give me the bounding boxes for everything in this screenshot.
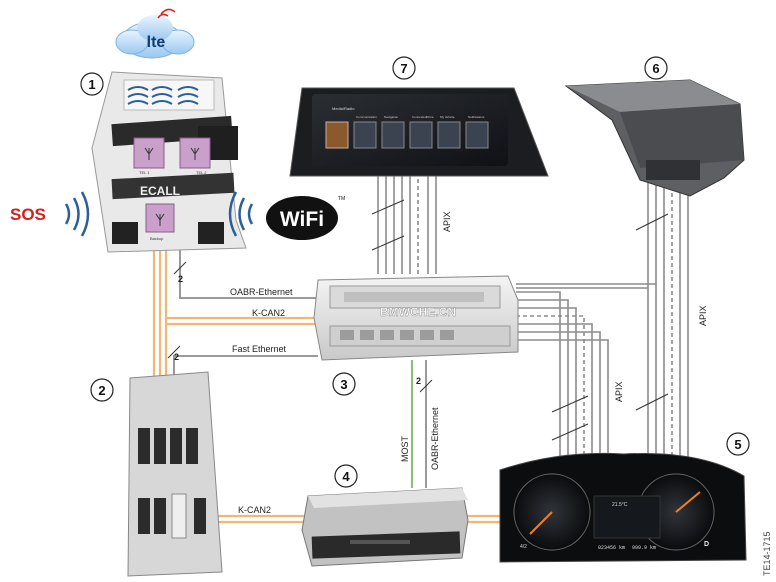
ecall-module: ECALL TEL 1 TEL 2 Backup: [91, 71, 247, 253]
apix-cluster-wires: [516, 291, 609, 462]
gauge-needle-icon: [529, 491, 701, 535]
callout-1: 1: [80, 72, 104, 96]
label-oabr-ethernet-top: OABR-Ethernet: [230, 287, 293, 297]
label-most: MOST: [400, 435, 410, 462]
antenna-icon: [144, 147, 200, 226]
callout-7: 7: [392, 56, 416, 80]
apix-display-wires: [377, 172, 437, 274]
display-tile-1: Navigation: [384, 115, 399, 119]
sos-label: SOS: [10, 205, 46, 224]
display-tile-4: Notifications: [468, 115, 485, 119]
wifi-wave-icon: [228, 191, 254, 237]
label-apix-display: APIX: [442, 211, 452, 232]
callout-7-number: 7: [400, 61, 407, 76]
label-apix-cluster: APIX: [614, 381, 624, 402]
label-wire-count-2: 2: [174, 352, 179, 362]
label-oabr-ethernet-vertical: OABR-Ethernet: [430, 407, 440, 470]
figure-code: TE14-1715: [762, 531, 772, 576]
connector-block: [340, 330, 454, 340]
callout-4: 4: [334, 464, 358, 488]
backup-label: Backup: [150, 236, 164, 241]
body-domain-controller: [127, 371, 223, 577]
kcan2-wires: [152, 250, 508, 524]
tel2-label: TEL 2: [196, 170, 207, 175]
lte-label: lte: [147, 34, 166, 51]
watermark: BMWCHE.CN: [380, 305, 456, 319]
label-k-can2-top: K-CAN2: [252, 308, 285, 318]
callout-3: 3: [332, 372, 356, 396]
display-menu-title: Media/Radio: [332, 106, 355, 111]
wifi-label: WiFi: [280, 208, 324, 231]
callout-3-number: 3: [340, 377, 347, 392]
instrument-cluster: 023456 km 999.9 km 21.5°C D 4/2: [499, 452, 747, 563]
label-k-can2-bottom: K-CAN2: [238, 505, 271, 515]
head-up-display: [564, 79, 745, 197]
ethernet-wires: [173, 250, 427, 488]
callout-6: 6: [644, 56, 668, 80]
central-display: Media/Radio Communication Navigation Con…: [289, 87, 549, 177]
cluster-trip: 999.9 km: [632, 545, 656, 551]
cd-drive: [301, 487, 469, 567]
cluster-odometer: 023456 km: [598, 545, 625, 551]
sos-wave-icon: [64, 191, 90, 237]
label-wire-count-3: 2: [416, 376, 421, 386]
apix-hud-wires: [516, 172, 689, 462]
wire-count-ticks: [167, 199, 669, 441]
callout-2: 2: [90, 378, 114, 402]
callout-1-number: 1: [88, 77, 95, 92]
lte-cloud: lte: [115, 8, 195, 59]
callout-6-number: 6: [652, 61, 659, 76]
callout-4-number: 4: [342, 469, 350, 484]
signal-wave-icon: [127, 86, 199, 105]
head-unit: BMWCHE.CN: [313, 275, 519, 361]
callout-5-number: 5: [734, 437, 741, 452]
cluster-temp: 21.5°C: [612, 502, 628, 508]
callout-5: 5: [726, 432, 750, 456]
connection-labels: OABR-Ethernet K-CAN2 Fast Ethernet K-CAN…: [174, 211, 708, 515]
cluster-left-scale: 4/2: [520, 544, 527, 550]
display-tile-3: My Vehicle: [440, 115, 455, 119]
bdc-connectors: [138, 428, 206, 534]
display-tiles: [325, 121, 489, 149]
label-apix-hud: APIX: [698, 305, 708, 326]
ecall-label: ECALL: [140, 184, 180, 198]
display-tile-0: Communication: [356, 115, 377, 119]
tel1-label: TEL 1: [139, 170, 150, 175]
wire-layer: [152, 172, 689, 524]
label-fast-ethernet: Fast Ethernet: [232, 344, 287, 354]
cluster-gear: D: [704, 541, 709, 548]
wifi-tm: TM: [338, 196, 345, 202]
wifi-logo: WiFi TM: [266, 196, 345, 240]
label-wire-count-1: 2: [178, 274, 183, 284]
display-tile-2: ConnectedDrive: [412, 115, 434, 119]
callout-2-number: 2: [98, 383, 105, 398]
